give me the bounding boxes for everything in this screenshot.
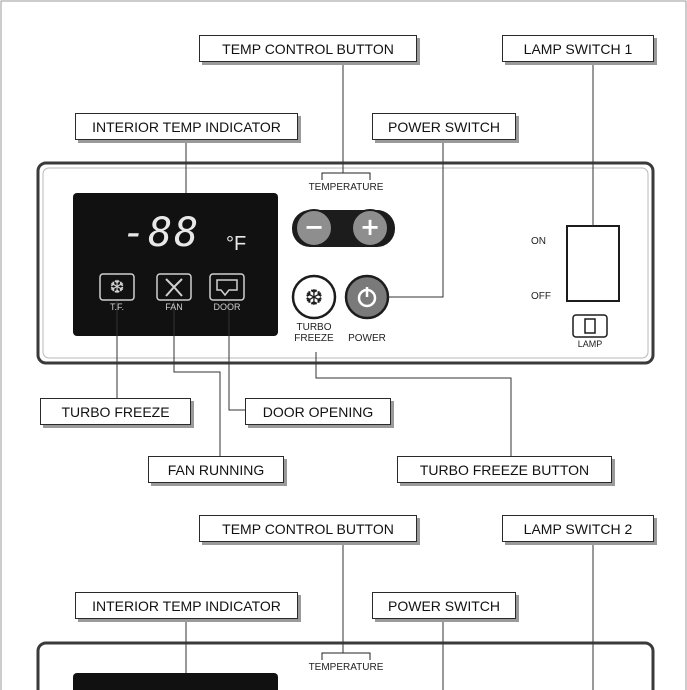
callout-door-opening: DOOR OPENING xyxy=(245,398,391,425)
lamp-label: LAMP xyxy=(577,339,603,349)
lamp-icon xyxy=(572,314,608,338)
callout-interior-temp-indicator-2: INTERIOR TEMP INDICATOR xyxy=(75,592,298,619)
indicator-label-fan: FAN xyxy=(165,302,183,312)
minus-icon: − xyxy=(303,213,325,241)
plus-icon: + xyxy=(359,213,381,241)
callout-fan-running: FAN RUNNING xyxy=(148,456,284,483)
indicator-label-tf: T.F. xyxy=(109,302,124,312)
power-label: POWER xyxy=(348,333,386,344)
lamp-off-label: OFF xyxy=(531,291,551,302)
callout-power-switch-2: POWER SWITCH xyxy=(372,592,516,619)
minus-button[interactable] xyxy=(295,209,333,247)
callout-temp-control-button-2: TEMP CONTROL BUTTON xyxy=(199,515,417,542)
lamp-on-label: ON xyxy=(531,236,546,247)
temp-display-unit: °F xyxy=(226,233,247,255)
callout-interior-temp-indicator: INTERIOR TEMP INDICATOR xyxy=(75,113,298,140)
callout-turbo-freeze: TURBO FREEZE xyxy=(40,398,191,425)
callout-temp-control-button: TEMP CONTROL BUTTON xyxy=(199,35,417,62)
svg-text:❆: ❆ xyxy=(305,286,323,311)
svg-text:❆: ❆ xyxy=(109,277,124,298)
callout-lamp-switch-1: LAMP SWITCH 1 xyxy=(502,35,654,62)
plus-button[interactable] xyxy=(351,209,389,247)
temperature-label-2: TEMPERATURE xyxy=(308,662,384,673)
temp-display-digits: -88 xyxy=(122,210,201,256)
turbo-freeze-button[interactable] xyxy=(291,274,337,320)
turbo-freeze-label-line2: FREEZE xyxy=(294,333,334,344)
turbo-freeze-label-line1: TURBO xyxy=(296,322,332,333)
door-indicator-icon xyxy=(209,273,245,301)
callout-power-switch: POWER SWITCH xyxy=(372,113,516,140)
temperature-label: TEMPERATURE xyxy=(308,182,384,193)
callout-lamp-switch-2: LAMP SWITCH 2 xyxy=(502,515,654,542)
fan-indicator-icon xyxy=(156,273,192,301)
indicator-label-door: DOOR xyxy=(213,302,241,312)
lamp-switch-1[interactable] xyxy=(566,225,620,302)
temp-display-2 xyxy=(73,673,278,690)
turbo-freeze-indicator-icon xyxy=(99,273,135,301)
callout-turbo-freeze-button: TURBO FREEZE BUTTON xyxy=(397,456,612,483)
